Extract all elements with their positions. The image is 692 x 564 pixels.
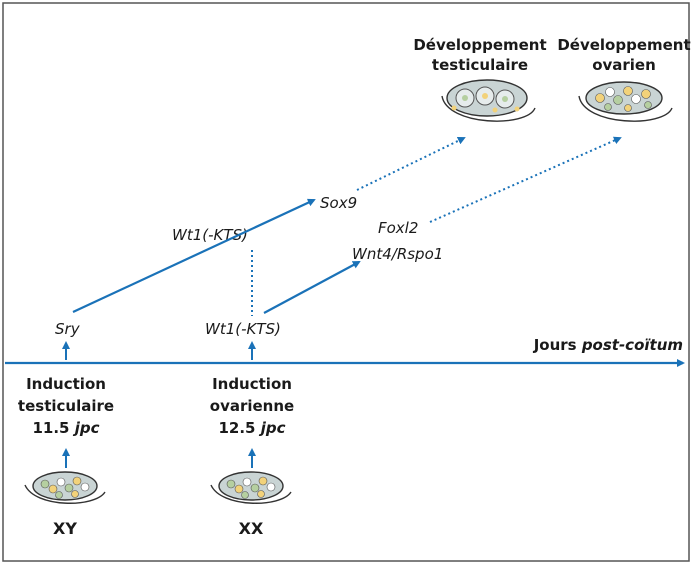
induction-testis-line2: testiculaire [18,397,114,415]
induction-testis-line3: 11.5 jpc [32,419,99,437]
gene-wt1-lower: Wt1(-KTS) [205,320,281,338]
arrow-sry-to-sox9 [72,198,316,313]
gene-wnt4-rspo1: Wnt4/Rspo1 [352,245,443,263]
karyotype-xx: XX [239,519,264,538]
testis-dev-title-1: Développement [413,36,546,54]
dotted-arrow-to-ovary [429,136,622,223]
gene-foxl2: Foxl2 [378,219,418,237]
induction-ovary-line2: ovarienne [210,397,294,415]
testis-dev-title-2: testiculaire [432,56,528,74]
arrow-wt1-to-wnt4 [263,261,361,314]
testis-dev-icon [441,79,536,122]
ovary-dev-icon [578,81,673,122]
ovary-dev-title-1: Développement [557,36,690,54]
induction-ovary-line3: 12.5 jpc [218,419,285,437]
gene-sry: Sry [55,320,81,338]
induction-testis-line1: Induction [26,375,106,393]
induction-ovary-line1: Induction [212,375,292,393]
gonad-xy-icon [24,471,106,504]
ovary-dev-title-2: ovarien [592,56,656,74]
axis-label: Jours post-coïtum [533,336,683,354]
gene-sox9: Sox9 [320,194,357,212]
dotted-arrow-to-testis [356,137,466,191]
karyotype-xy: XY [53,519,77,538]
gonad-xx-icon [210,471,292,504]
